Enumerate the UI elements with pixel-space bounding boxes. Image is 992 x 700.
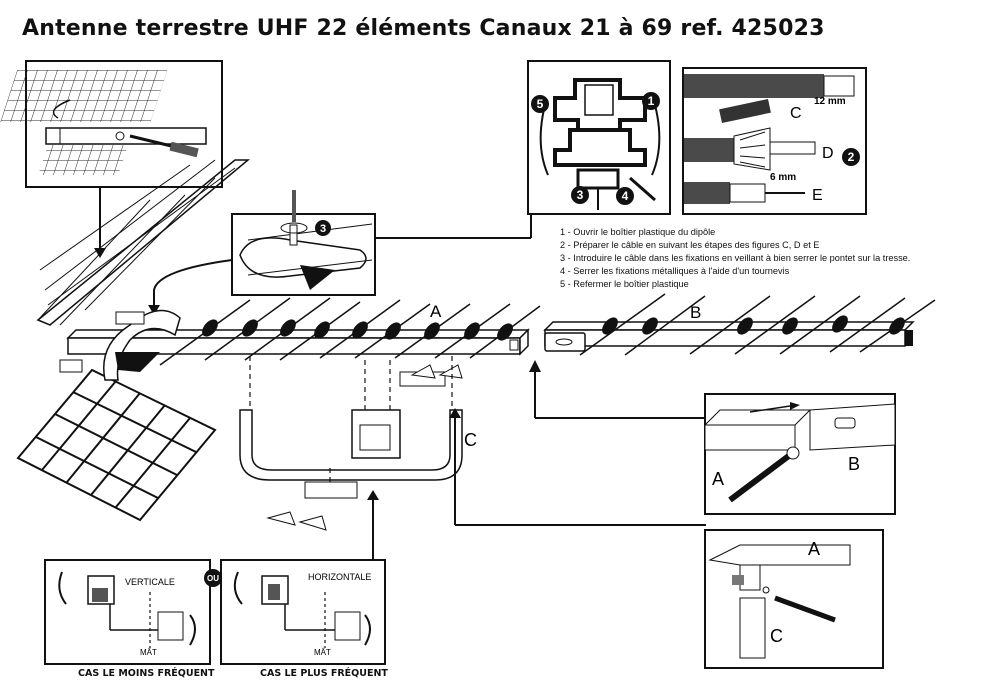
alignment-guides — [249, 356, 453, 482]
dimension-12mm: 12 mm — [814, 96, 846, 107]
boom-joint-detail: A B — [703, 393, 896, 515]
director-clips-B — [602, 315, 905, 335]
reflector-detail-panel — [0, 60, 223, 188]
cable-preparation-detail: C 12 mm D 2 6 mm E — [682, 67, 867, 215]
caption-most-frequent: CAS LE PLUS FRÉQUENT — [260, 668, 388, 679]
label-D-cable: D — [822, 145, 834, 162]
bracket-label-C: C — [464, 430, 477, 450]
horizontal-polarisation-panel: HORIZONTALE MÂT — [220, 559, 386, 665]
directors-B — [579, 293, 936, 356]
caption-least-frequent: CAS LE MOINS FRÉQUENT — [78, 668, 215, 679]
label-C-cable: C — [790, 105, 802, 122]
step-2-text: 2 - Préparer le câble en suivant les éta… — [560, 240, 820, 250]
step-5-badge: 5 — [537, 97, 544, 111]
reflector-grid-lower — [16, 368, 217, 522]
verticale-label: VERTICALE — [125, 577, 175, 587]
step-1-badge: 1 — [648, 94, 655, 108]
fixing-label-C: C — [770, 626, 783, 646]
director-clips-A — [202, 319, 513, 341]
step-4-text: 4 - Serrer les fixations métalliques à l… — [560, 266, 790, 276]
step-3-badge: 3 — [320, 223, 326, 235]
boom-label-A: A — [430, 302, 442, 321]
or-badge — [204, 569, 222, 587]
fixing-label-A: A — [808, 539, 820, 559]
joint-label-A: A — [712, 469, 724, 489]
step-1-text: 1 - Ouvrir le boîtier plastique du dipôl… — [560, 227, 716, 237]
dimension-6mm: 6 mm — [770, 172, 796, 183]
or-label: OU — [207, 574, 219, 583]
step-5-text: 5 - Refermer le boîtier plastique — [560, 279, 689, 289]
step-4-badge: 4 — [622, 189, 629, 203]
step-2-badge: 2 — [848, 150, 855, 164]
dipole-loop — [59, 309, 181, 381]
horizontale-label: HORIZONTALE — [308, 572, 371, 582]
bracket-fixing-detail: A C — [704, 529, 884, 669]
step-3-text: 3 - Introduire le câble dans les fixatio… — [560, 253, 911, 263]
mat-label-left: MÂT — [140, 648, 157, 657]
dipole-box-detail: 1 5 3 4 — [527, 60, 671, 215]
boom-label-B: B — [690, 303, 701, 322]
reflector-grid-upper — [36, 159, 251, 326]
dipole-clip-detail: 3 — [231, 190, 376, 296]
joint-label-B: B — [848, 454, 860, 474]
page-title: Antenne terrestre UHF 22 éléments Canaux… — [22, 16, 825, 41]
vertical-polarisation-panel: VERTICALE MÂT — [44, 559, 211, 665]
label-E-cable: E — [812, 187, 823, 204]
instruction-steps: 1 - Ouvrir le boîtier plastique du dipôl… — [560, 226, 910, 291]
step-3-badge-dipole: 3 — [577, 188, 584, 202]
mat-label-right: MÂT — [314, 648, 331, 657]
mast-u-bracket — [239, 364, 463, 531]
